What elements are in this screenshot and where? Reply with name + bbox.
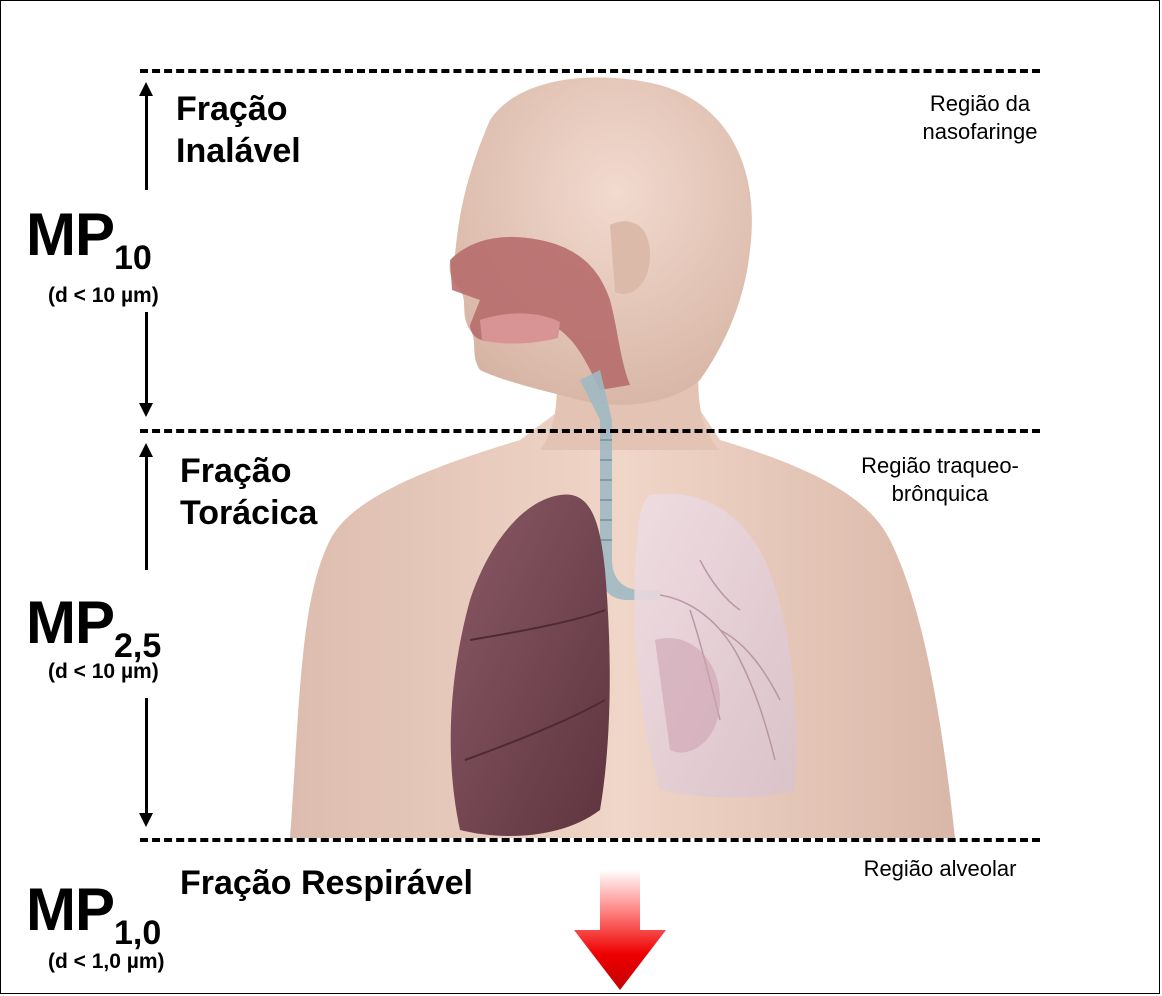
separator-line-middle	[140, 429, 1040, 433]
red-down-arrow-icon	[574, 870, 666, 990]
down-arrow-icon	[139, 403, 153, 417]
down-arrow-icon	[139, 813, 153, 827]
region-label-alveolar: Região alveolar	[820, 855, 1060, 883]
arrow-shaft	[145, 312, 148, 404]
diameter-label: (d < 10 µm)	[48, 660, 159, 684]
separator-line-top	[140, 69, 1040, 73]
fraction-label-respirable: Fração Respirável	[180, 862, 473, 904]
separator-line-bottom	[140, 838, 1040, 842]
arrow-shaft	[145, 94, 148, 190]
fraction-label-thoracic: Fração Torácica	[180, 450, 317, 534]
fraction-label-inhalable: Fração Inalável	[176, 88, 301, 172]
region-label-tracheobronchial: Região traqueo- brônquica	[815, 452, 1065, 508]
arrow-shaft	[145, 698, 148, 814]
arrow-shaft	[145, 455, 148, 570]
diameter-label: (d < 10 µm)	[48, 284, 159, 308]
diameter-label: (d < 1,0 µm)	[48, 950, 165, 974]
mp10-label: MP10	[26, 205, 152, 288]
region-label-nasopharynx: Região da nasofaringe	[860, 90, 1100, 146]
